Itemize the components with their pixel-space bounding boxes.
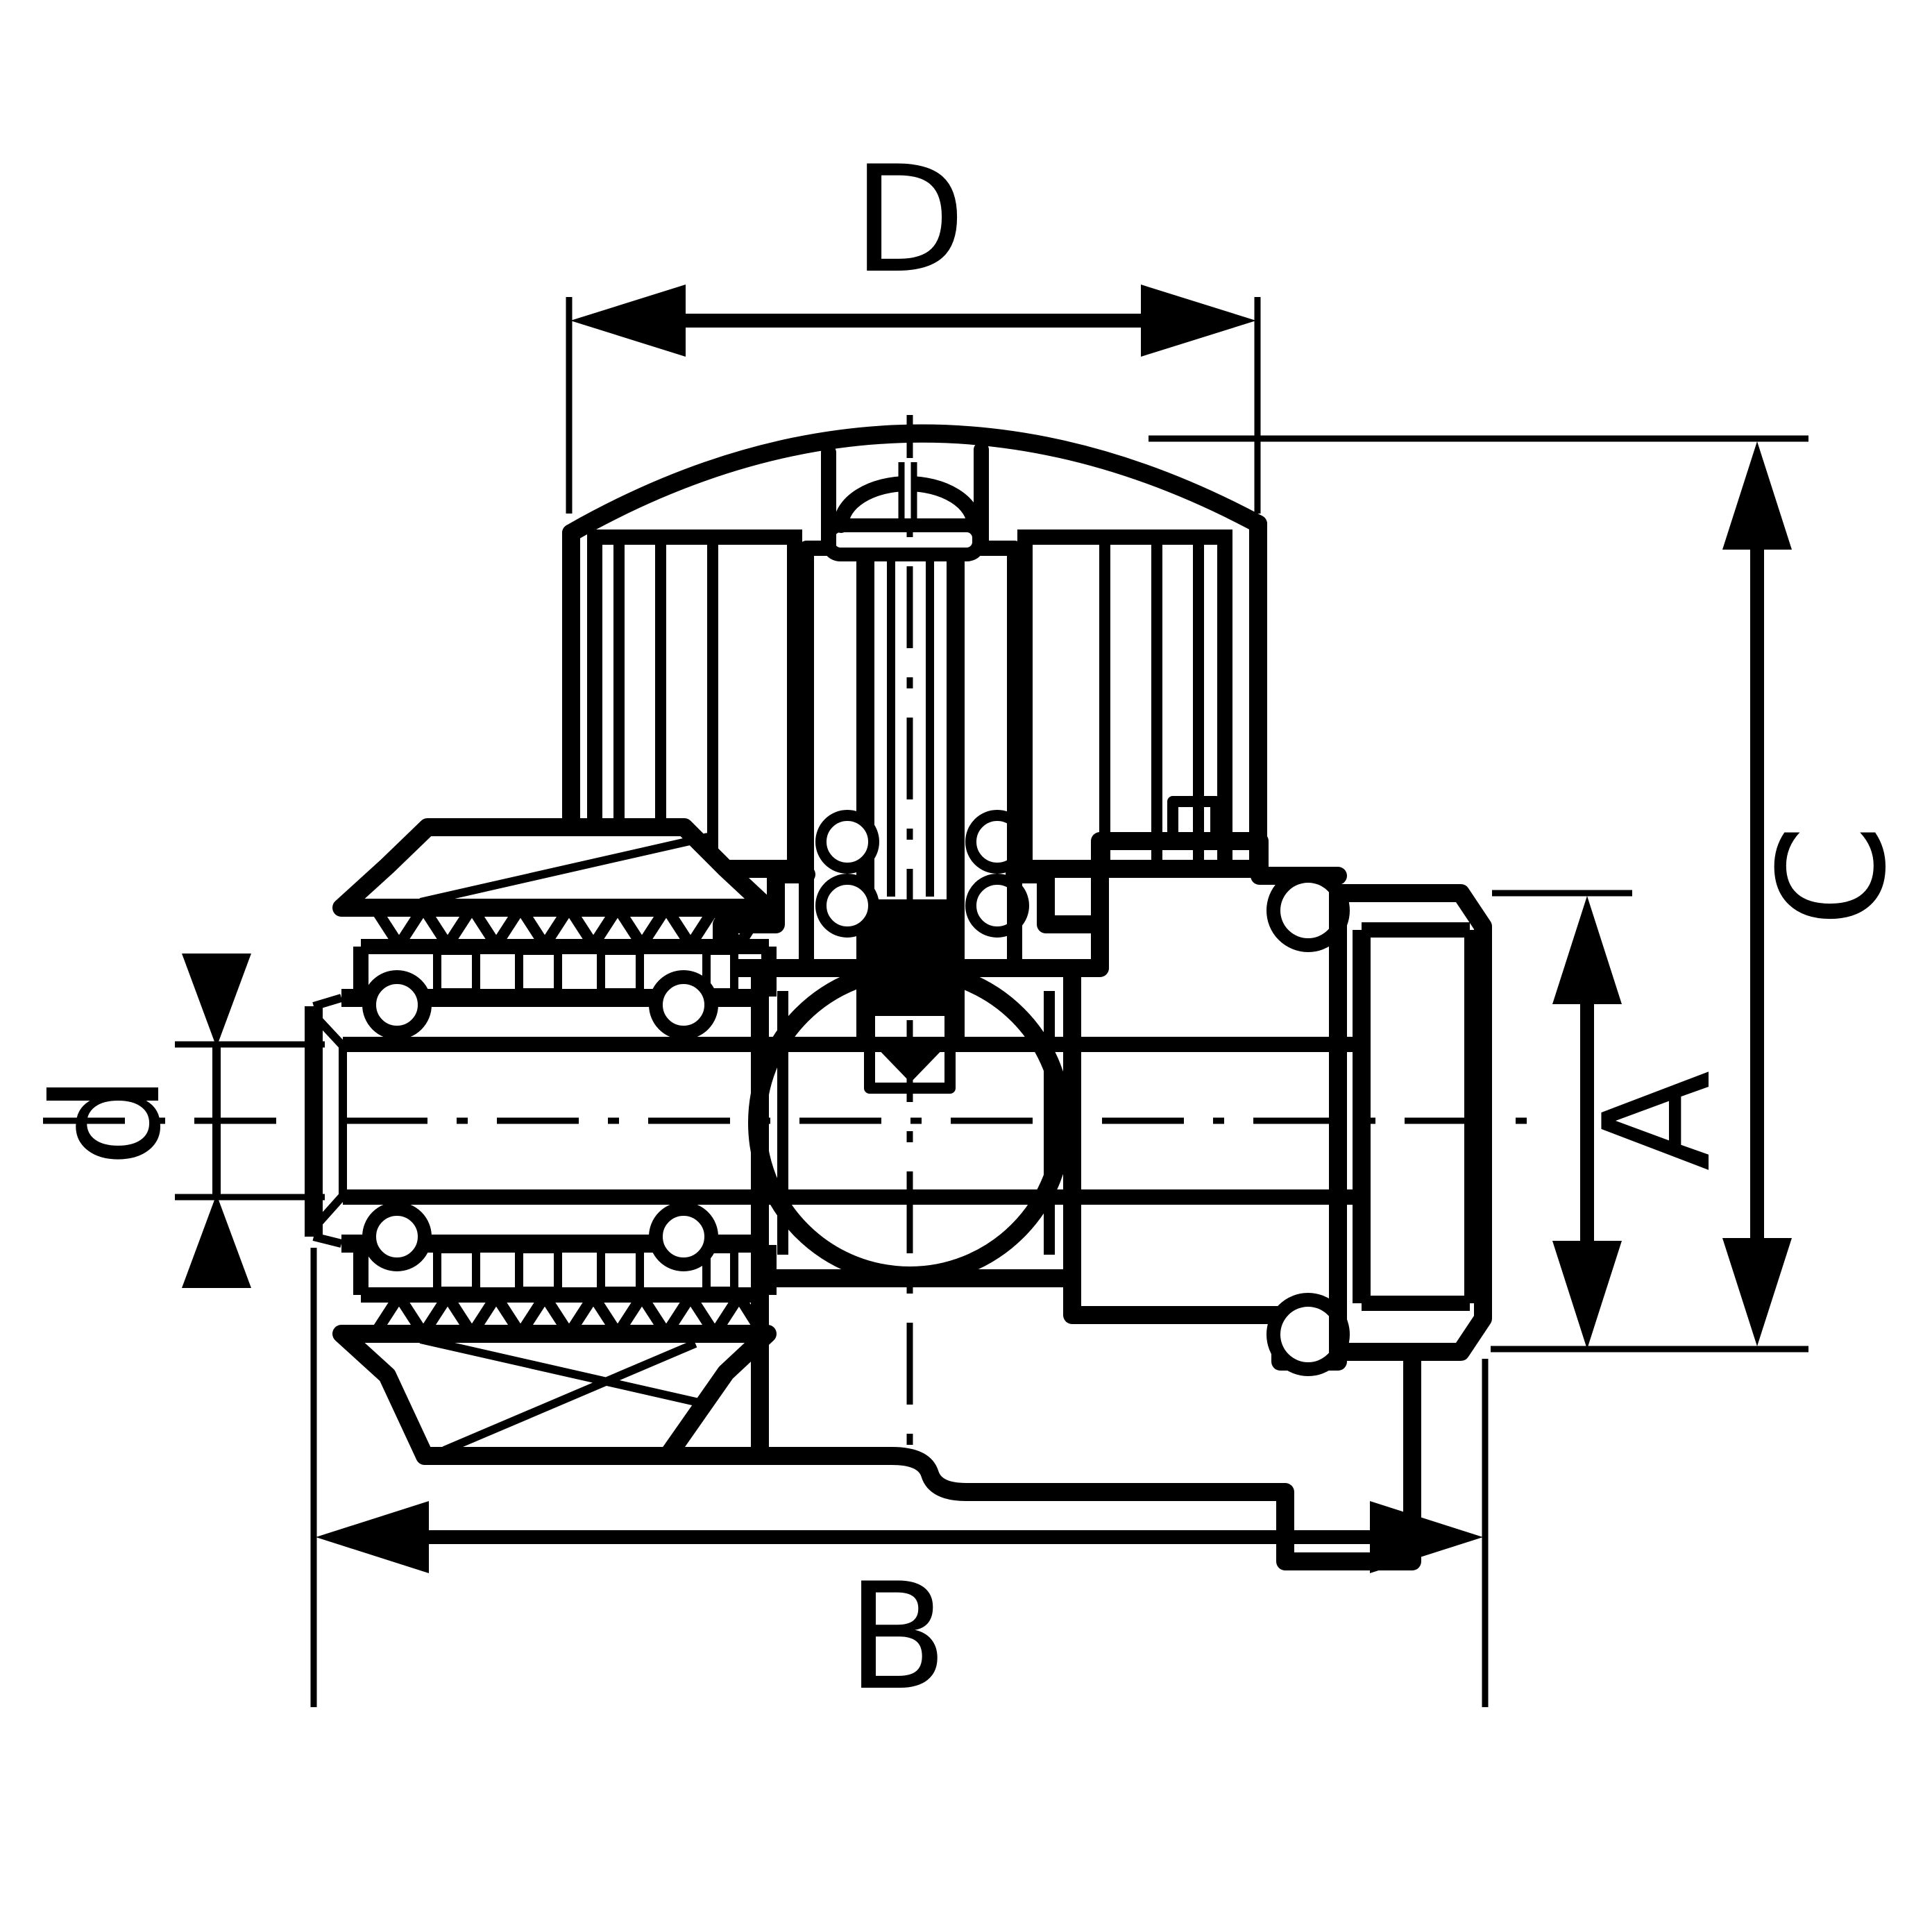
dim-D-extension-lines bbox=[566, 297, 1261, 514]
dimension-C: C bbox=[1149, 435, 1918, 1353]
dim-C-arrow-bottom bbox=[1722, 1238, 1792, 1346]
bonnet-right-step bbox=[1006, 865, 1109, 977]
stem-oring-left-2 bbox=[815, 874, 879, 938]
dimension-B-label: B bbox=[847, 1551, 947, 1722]
dim-D-arrow-right bbox=[1141, 285, 1256, 357]
dim-d-arrow-bottom bbox=[182, 1194, 251, 1288]
upper-crimp-slot-2 bbox=[515, 947, 562, 997]
lower-window-hole-2 bbox=[649, 1202, 718, 1271]
dim-A-arrow-top bbox=[1552, 896, 1622, 1004]
pipe-end-chamfers bbox=[310, 994, 347, 1248]
ball-housing bbox=[748, 961, 1081, 1287]
upper-crimp-band bbox=[353, 939, 777, 997]
upper-window-hole-1 bbox=[362, 970, 432, 1040]
dimension-d-label: d bbox=[22, 1074, 193, 1168]
upper-collar-teeth bbox=[369, 902, 768, 951]
dim-d-extension-lines bbox=[175, 1041, 325, 1201]
dimension-B: B bbox=[310, 1248, 1489, 1722]
upper-crimp-slot-1 bbox=[433, 947, 480, 997]
lower-collar-teeth bbox=[369, 1291, 768, 1339]
lower-collar-cap bbox=[332, 1325, 777, 1465]
lower-crimp-slot-4 bbox=[702, 1245, 738, 1295]
nut-thread-cavity bbox=[1362, 922, 1470, 1311]
dim-C-arrow-top bbox=[1722, 441, 1792, 550]
body-top-tab bbox=[1167, 796, 1221, 847]
lower-crimp-slot-1 bbox=[433, 1245, 480, 1295]
dim-B-arrow-left bbox=[316, 1501, 429, 1573]
dim-d-arrow-top bbox=[182, 954, 251, 1047]
dim-B-arrow-right bbox=[1370, 1501, 1483, 1573]
body-lower-skirt bbox=[657, 1269, 1421, 1570]
handle-wing-left-slots bbox=[613, 537, 718, 867]
dimension-d: d bbox=[22, 954, 325, 1288]
screw-washer bbox=[821, 518, 986, 561]
lower-crimp-slot-3 bbox=[597, 1245, 644, 1295]
screw-shank bbox=[887, 554, 934, 897]
handle-top-arc bbox=[562, 424, 1267, 542]
dim-B-extension-lines bbox=[310, 1248, 1489, 1707]
handle-wing-right-slots bbox=[1099, 537, 1204, 867]
dim-C-extension-lines bbox=[1149, 435, 1808, 1353]
gland-walls bbox=[799, 548, 1022, 968]
upper-crimp-slot-3 bbox=[597, 947, 644, 997]
ball-stem-slot bbox=[864, 969, 956, 1094]
stem-oring-left-1 bbox=[815, 810, 879, 874]
pipe-bore-lines bbox=[343, 1037, 1353, 1205]
handle-wing-left bbox=[587, 529, 802, 875]
handle-wing-right bbox=[1017, 529, 1232, 875]
lower-collar-diagonal-2 bbox=[442, 1339, 697, 1455]
dimension-A-label: A bbox=[1572, 1070, 1743, 1171]
dimension-A: A bbox=[1492, 890, 1743, 1349]
press-fitting-lower bbox=[332, 1202, 777, 1465]
dimension-D: D bbox=[566, 134, 1261, 514]
nut-outline bbox=[1329, 884, 1492, 1361]
dim-A-arrow-bottom bbox=[1552, 1241, 1622, 1349]
dimension-C-label: C bbox=[1747, 824, 1918, 927]
handle-hub bbox=[799, 442, 1022, 556]
press-fitting-upper bbox=[332, 818, 777, 1040]
stem-packing-seal bbox=[870, 899, 951, 1016]
dim-D-arrow-left bbox=[570, 285, 686, 357]
upper-window-hole-2 bbox=[649, 970, 718, 1040]
lower-window-hole-1 bbox=[362, 1202, 432, 1271]
stem-tip bbox=[872, 1042, 949, 1083]
union-nut bbox=[1266, 869, 1492, 1376]
lower-crimp-slot-2 bbox=[515, 1245, 562, 1295]
screw-slot-edges bbox=[898, 462, 917, 524]
ball bbox=[748, 961, 1071, 1285]
upper-collar-diagonal bbox=[419, 833, 709, 906]
lower-collar-diagonal-1 bbox=[419, 1335, 709, 1409]
dimension-D-label: D bbox=[852, 134, 965, 305]
